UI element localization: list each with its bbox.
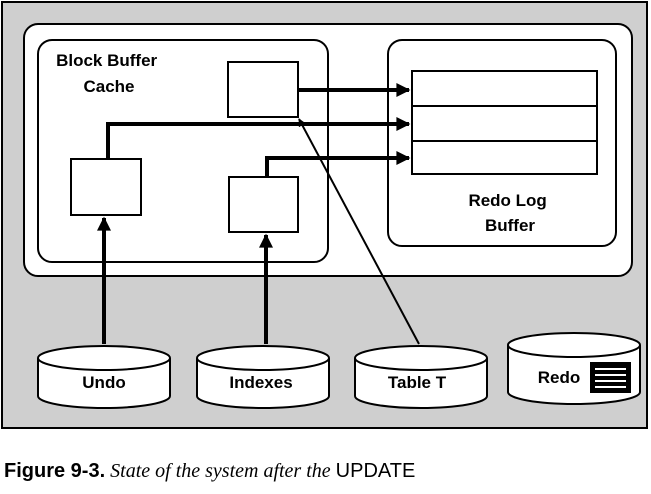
arrow-index-to-redo [265,151,411,177]
redo-entry [411,70,598,107]
arrow-undo-to-redo [106,117,411,159]
redo-log-buffer-label-line2: Buffer [485,216,535,235]
undo-disk-label: Undo [82,373,125,392]
figure-title: State of the system after the [110,460,331,482]
redo-disk-label: Redo [538,368,581,387]
redo-log-buffer-label-line1: Redo Log [468,191,546,210]
svg-text:Redo Log Buffer: Redo Log Buffer [468,191,551,235]
arrow-table-disk-to-block [298,118,420,345]
figure-number: Figure 9-3. [4,460,106,482]
table-t-disk-label: Table T [388,373,447,392]
table-t-disk: Table T [354,345,488,409]
undo-block [70,158,142,216]
table-block [227,61,299,118]
redo-disk: Redo [507,332,641,405]
block-buffer-cache-label-line1: Block Buffer [56,51,157,70]
figure-code: UPDATE [335,460,416,482]
redo-entry [411,140,598,175]
figure-caption: Figure 9-3. State of the system after th… [4,460,415,483]
redo-log-file-icon [590,362,631,393]
redo-entry [411,105,598,142]
undo-disk: Undo [37,345,171,409]
svg-text:Block Buffer Cache: Block Buffer Cache [56,51,162,96]
index-block [228,176,299,233]
indexes-disk-label: Indexes [229,373,292,392]
block-buffer-cache-label-line2: Cache [83,77,134,96]
indexes-disk: Indexes [196,345,330,409]
